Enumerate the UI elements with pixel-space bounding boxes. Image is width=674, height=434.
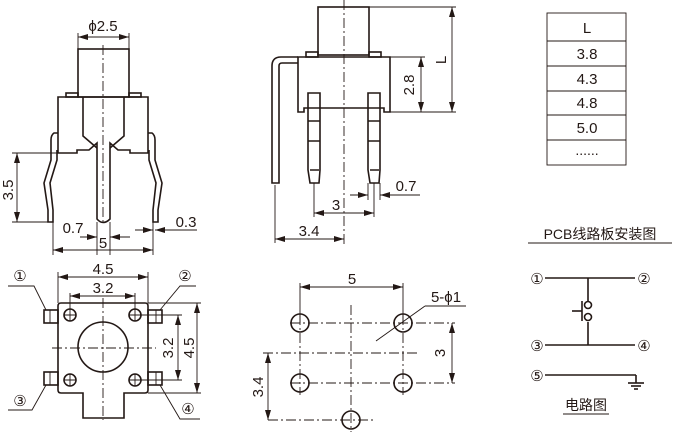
pcb-layout-title: PCB线路板安装图 [544,226,657,242]
side-pin-width-label: 0.7 [396,178,417,195]
table-cell: 5.0 [577,120,598,137]
pin-3-label: ③ [13,393,26,410]
pcb-layout: 5 5-ϕ1 3 3.4 [250,271,466,432]
circuit-pin-4: ④ [637,338,650,355]
pin-2-label: ② [178,268,191,285]
hole-spec-label: 5-ϕ1 [431,289,461,306]
pin-width-label: 0.7 [63,220,84,237]
circuit-pin-5: ⑤ [530,368,543,385]
pin-pitch-label: 3 [332,197,340,214]
pcb-holes [290,313,413,430]
circuit-diagram: PCB线路板安装图 ① ② ③ ④ ⑤ 电路图 [528,226,672,415]
side-view: 2.8 L 0.7 3 3.4 [271,0,456,245]
length-table: L 3.8 4.3 4.8 5.0 ...... [546,12,627,166]
table-cell: 4.8 [577,95,598,112]
pin-4-label: ④ [181,401,194,418]
hole-pitch-y-label: 3.2 [160,338,177,359]
table-cell: ...... [575,142,598,158]
top-width-label: 4.5 [93,261,114,278]
table-cell: 3.8 [577,46,598,63]
body-height-label: 2.8 [401,75,418,96]
lead-span-label: 5 [99,235,107,252]
circuit-pin-2: ② [637,271,650,288]
front-view: ϕ2.5 3.5 0.7 5 0.3 [0,18,197,255]
hole-pitch-x-label: 3.2 [93,280,114,297]
lead-offset-label: 3.4 [299,223,320,240]
top-view: 4.5 3.2 3.2 4.5 ① ② ③ ④ [8,261,201,420]
table-header: L [583,20,591,37]
plunger-diameter-label: ϕ2.5 [88,18,117,35]
circuit-title: 电路图 [565,397,607,413]
total-height-label: L [433,56,450,64]
lead-thickness-label: 0.3 [176,214,197,231]
table-cell: 4.3 [577,71,598,88]
top-height-label: 4.5 [181,338,198,359]
pcb-pitch-y-label: 3 [432,349,449,357]
lead-height-label: 3.5 [0,180,17,201]
circuit-pin-3: ③ [530,338,543,355]
pcb-pitch-x-label: 5 [348,271,356,288]
pin-1-label: ① [13,268,26,285]
pcb-offset-label: 3.4 [250,377,267,398]
circuit-pin-1: ① [530,271,543,288]
